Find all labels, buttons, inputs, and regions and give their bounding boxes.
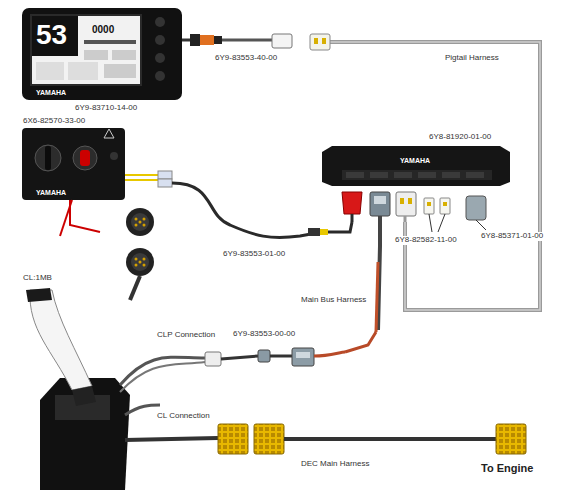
part-number: 6Y8-81920-01-00 [428, 133, 492, 142]
part-number: 6Y8-85371-01-00 [480, 232, 544, 241]
part-number: 6Y9-83553-00-00 [232, 330, 296, 339]
part-number: 6X6-82570-33-00 [22, 117, 86, 126]
part-number: 6Y8-82582-11-00 [394, 236, 458, 245]
destination-label: To Engine [480, 462, 534, 474]
part-number: 6Y9-83553-01-00 [222, 250, 286, 259]
brand-logo: YAMAHA [400, 157, 430, 165]
model-name: CL:1MB [22, 274, 53, 283]
gauge-readout: 53 [36, 20, 67, 51]
harness-name: Pigtail Harness [444, 54, 500, 63]
connection-name: CL Connection [156, 412, 211, 421]
harness-name: Main Bus Harness [300, 296, 367, 305]
brand-logo: YAMAHA [36, 189, 66, 197]
part-number: 6Y9-83710-14-00 [74, 104, 138, 113]
harness-name: DEC Main Harness [300, 460, 370, 469]
part-number: 6Y9-83553-40-00 [214, 54, 278, 63]
brand-logo: YAMAHA [36, 89, 66, 97]
display-readout: 0000 [92, 24, 114, 35]
connection-name: CLP Connection [156, 331, 216, 340]
